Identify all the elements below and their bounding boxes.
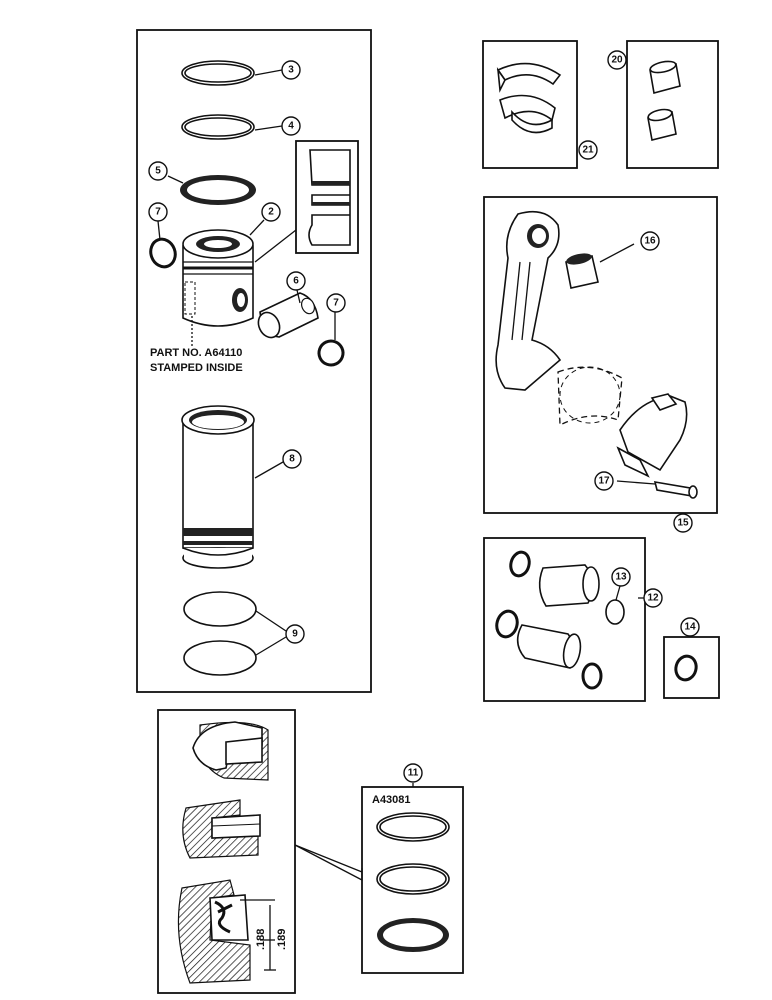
connecting-rod-box: [483, 196, 718, 514]
piston-liner-box: [136, 29, 372, 693]
callout-17: 17: [594, 471, 614, 491]
rod-bolt-17: [653, 481, 698, 499]
main-bearing-box: [482, 40, 578, 169]
callout-11: 11: [403, 763, 423, 783]
dim-189: .189: [276, 929, 288, 950]
snap-ring-7-right: [317, 339, 345, 367]
svg-text:7: 7: [333, 298, 339, 309]
callout-7-left: 7: [148, 202, 168, 222]
snap-ring-7-left: [149, 237, 177, 269]
ring-section-middle: [182, 799, 261, 859]
callout-13: 13: [611, 567, 631, 587]
svg-text:16: 16: [644, 236, 656, 247]
callout-20: 20: [607, 50, 627, 70]
svg-text:17: 17: [598, 476, 610, 487]
ring-set-11: [376, 812, 450, 952]
ring-set-part-label: A43081: [372, 794, 411, 806]
svg-text:11: 11: [408, 768, 419, 779]
svg-text:6: 6: [293, 276, 299, 287]
svg-text:8: 8: [289, 454, 295, 465]
callout-8: 8: [282, 449, 302, 469]
ring-section-bottom: [177, 879, 276, 984]
svg-text:21: 21: [582, 145, 594, 156]
callout-4: 4: [281, 116, 301, 136]
callout-6: 6: [286, 271, 306, 291]
stamped-inside-label: STAMPED INSIDE: [150, 362, 243, 374]
callout-9: 9: [285, 624, 305, 644]
bushing-box: [626, 40, 719, 169]
compression-ring-4: [181, 114, 255, 140]
snap-ring-14: [674, 654, 698, 682]
svg-text:2: 2: [268, 207, 274, 218]
bushings-20: [647, 60, 681, 141]
svg-text:15: 15: [677, 518, 689, 529]
callout-15: 15: [673, 513, 693, 533]
svg-text:13: 13: [615, 572, 627, 583]
cylinder-liner-8: [181, 405, 255, 569]
dim-188: .188: [255, 929, 267, 950]
ring-section-top: [192, 721, 269, 781]
svg-text:12: 12: [647, 593, 659, 604]
snap-ring-box: [663, 636, 720, 699]
compression-ring-3: [181, 60, 255, 86]
svg-text:7: 7: [155, 207, 161, 218]
rod-bushing-16: [565, 253, 599, 289]
pin-kit-12: [495, 550, 625, 690]
callout-7-right: 7: [326, 293, 346, 313]
connecting-rod-15: [495, 210, 562, 391]
svg-text:20: 20: [611, 55, 623, 66]
callout-14: 14: [680, 617, 700, 637]
callout-16: 16: [640, 231, 660, 251]
piston-2: [182, 229, 254, 327]
ring-section-box: [157, 709, 296, 994]
callout-3: 3: [281, 60, 301, 80]
svg-text:5: 5: [155, 166, 161, 177]
ring-groove-detail: [254, 140, 359, 263]
part-no-label: PART NO. A64110: [150, 347, 242, 359]
svg-text:3: 3: [288, 65, 294, 76]
bearing-shells-21: [496, 62, 562, 134]
callout-5: 5: [148, 161, 168, 181]
pin-kit-box: [483, 537, 646, 702]
svg-text:4: 4: [288, 121, 294, 132]
rod-bearing-shells: [557, 366, 623, 427]
rod-cap: [616, 393, 688, 478]
callout-21: 21: [578, 140, 598, 160]
svg-text:14: 14: [684, 622, 696, 633]
callout-12: 12: [643, 588, 663, 608]
oil-ring-5: [180, 175, 256, 205]
piston-pin-6: [257, 292, 319, 339]
seal-rings-9: [183, 591, 257, 676]
svg-text:9: 9: [292, 629, 298, 640]
callout-2: 2: [261, 202, 281, 222]
